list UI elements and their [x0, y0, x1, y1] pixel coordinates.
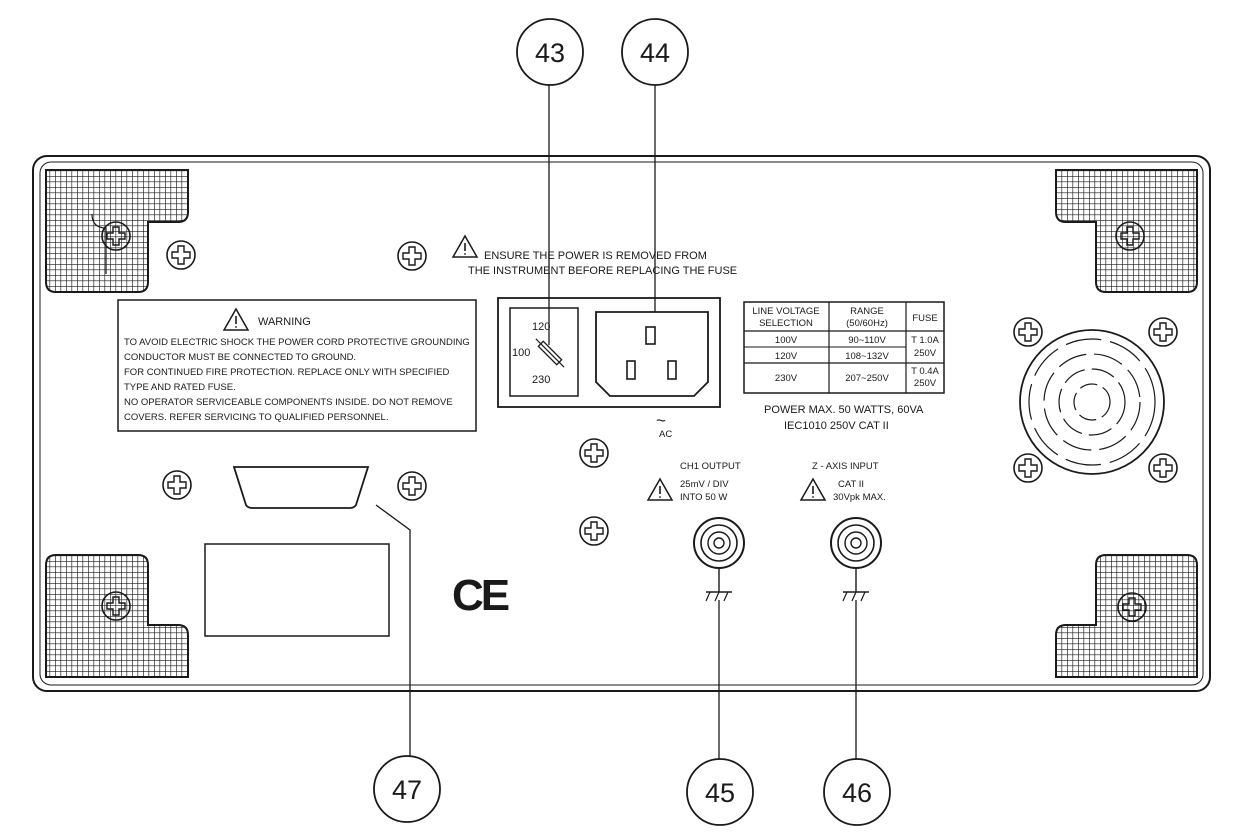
table-cell: 108~132V [845, 351, 889, 362]
screw-icon [162, 470, 192, 500]
z-axis-input-bnc-connector[interactable] [830, 517, 882, 569]
warning-line: NO OPERATOR SERVICEABLE COMPONENTS INSID… [124, 397, 453, 408]
power-max-text: POWER MAX. 50 WATTS, 60VA [764, 404, 924, 416]
table-header: SELECTION [759, 318, 813, 329]
table-header: RANGE [850, 306, 884, 317]
d-sub-connector[interactable] [232, 466, 370, 509]
ch1-output-line1: 25mV / DIV [680, 479, 729, 490]
leader-line-47 [375, 504, 411, 757]
table-cell: T 1.0A [911, 335, 939, 346]
label-plate [204, 543, 390, 637]
foot-top-left [45, 169, 189, 293]
power-entry-module: 120 100 230 [497, 297, 721, 408]
fan-grille [1013, 317, 1178, 483]
callout-47-number: 47 [392, 775, 422, 805]
warning-triangle-icon [647, 478, 673, 501]
callout-44: 44 [621, 18, 689, 86]
screw-icon [397, 241, 427, 271]
fuse-icon [535, 338, 565, 368]
ac-label: AC [659, 429, 672, 440]
screw-icon [166, 240, 196, 270]
ch1-output-bnc-connector[interactable] [693, 517, 745, 569]
callout-47: 47 [373, 755, 441, 823]
foot-top-right [1055, 169, 1198, 293]
warning-label: WARNING TO AVOID ELECTRIC SHOCK THE POWE… [117, 299, 477, 432]
screw-icon [1148, 453, 1178, 483]
callout-43: 43 [516, 18, 584, 86]
ch1-output-title: CH1 OUTPUT [680, 461, 741, 472]
warning-triangle-icon [800, 478, 826, 501]
warning-triangle-icon [223, 308, 249, 331]
warning-line: COVERS. REFER SERVICING TO QUALIFIED PER… [124, 412, 388, 423]
table-cell: T 0.4A [911, 366, 939, 377]
warning-line: TO AVOID ELECTRIC SHOCK THE POWER CORD P… [124, 337, 470, 348]
warning-line: CONDUCTOR MUST BE CONNECTED TO GROUND. [124, 352, 356, 363]
ac-inlet-socket[interactable] [595, 311, 709, 397]
screw-icon [579, 438, 609, 468]
ground-symbol-icon [705, 568, 732, 602]
fuse-notice-line1: ENSURE THE POWER IS REMOVED FROM [484, 250, 707, 262]
screw-icon [397, 471, 427, 501]
voltage-230-label: 230 [532, 374, 550, 386]
ground-symbol-icon [842, 568, 869, 602]
table-cell: 230V [775, 373, 798, 384]
panel-inner-outline [39, 161, 1204, 686]
warning-line: FOR CONTINUED FIRE PROTECTION. REPLACE O… [124, 367, 449, 378]
table-cell: 250V [914, 348, 937, 359]
ce-mark: CE [452, 571, 509, 620]
table-header: FUSE [912, 313, 937, 324]
callout-43-number: 43 [535, 38, 565, 68]
table-cell: 250V [914, 378, 937, 389]
screw-icon [1013, 317, 1043, 347]
voltage-120-label: 120 [532, 321, 550, 333]
warning-line: TYPE AND RATED FUSE. [124, 382, 236, 393]
ch1-output-line2: INTO 50 W [680, 492, 727, 503]
callout-44-number: 44 [640, 38, 670, 68]
voltage-100-label: 100 [512, 347, 530, 359]
table-header: (50/60Hz) [846, 318, 888, 329]
z-axis-input-line2: 30Vpk MAX. [833, 492, 886, 503]
table-cell: 207~250V [845, 373, 889, 384]
table-cell: 90~110V [848, 335, 886, 346]
panel-outline [32, 155, 1211, 692]
callout-46: 46 [823, 758, 891, 826]
voltage-selector[interactable]: 120 100 230 [509, 307, 579, 397]
callout-45-number: 45 [705, 778, 735, 808]
z-axis-input-title: Z - AXIS INPUT [812, 461, 879, 472]
foot-bottom-right [1055, 554, 1198, 678]
callout-45: 45 [686, 758, 754, 826]
fuse-notice-line2: THE INSTRUMENT BEFORE REPLACING THE FUSE [468, 265, 737, 277]
callout-46-number: 46 [842, 778, 872, 808]
screw-icon [1013, 453, 1043, 483]
z-axis-input-line1: CAT II [838, 479, 864, 490]
warning-heading: WARNING [258, 316, 311, 328]
ac-symbol: ~ [656, 411, 666, 430]
foot-bottom-left [45, 554, 189, 678]
table-header: LINE VOLTAGE [752, 306, 819, 317]
line-voltage-table: LINE VOLTAGE SELECTION RANGE (50/60Hz) F… [743, 301, 945, 394]
table-cell: 120V [775, 351, 798, 362]
screw-icon [579, 516, 609, 546]
screw-icon [1148, 317, 1178, 347]
warning-triangle-icon [452, 235, 478, 258]
table-cell: 100V [775, 335, 798, 346]
iec-rating-text: IEC1010 250V CAT II [784, 420, 889, 432]
